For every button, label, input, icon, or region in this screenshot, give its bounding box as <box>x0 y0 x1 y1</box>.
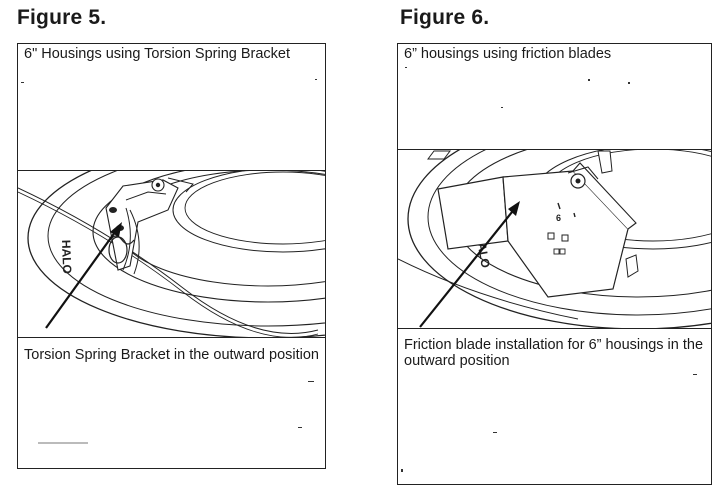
figure-5-bottom-caption: Torsion Spring Bracket in the outward po… <box>22 347 325 363</box>
scan-speck <box>315 79 317 80</box>
scan-speck <box>401 469 403 472</box>
figure-5-top-caption: 6" Housings using Torsion Spring Bracket <box>22 46 316 62</box>
scan-speck <box>405 67 407 68</box>
scan-speck <box>21 82 24 83</box>
scan-speck <box>298 427 302 428</box>
figure-6-title: Figure 6. <box>400 6 490 29</box>
scan-speck <box>628 82 630 84</box>
scan-speck <box>38 442 88 444</box>
torsion-spring-illustration: HALO <box>18 170 325 338</box>
figure-6-panel: 6” housings using friction blades HALO 6 <box>397 43 712 485</box>
figure-5-panel: 6" Housings using Torsion Spring Bracket… <box>17 43 326 469</box>
figure-5-title: Figure 5. <box>17 6 107 29</box>
figure-5-housing-label: HALO <box>59 240 74 274</box>
scan-speck <box>588 79 590 81</box>
figure-6-bottom-caption: Friction blade installation for 6” housi… <box>402 337 706 369</box>
scan-speck <box>693 374 697 375</box>
scan-speck <box>493 432 497 433</box>
friction-blade-illustration: HALO 6 <box>398 149 711 329</box>
scan-speck <box>501 107 503 108</box>
figure-6-blade-label: 6 <box>556 213 561 223</box>
figure-6-top-caption: 6” housings using friction blades <box>402 46 706 62</box>
scan-speck <box>308 381 314 382</box>
